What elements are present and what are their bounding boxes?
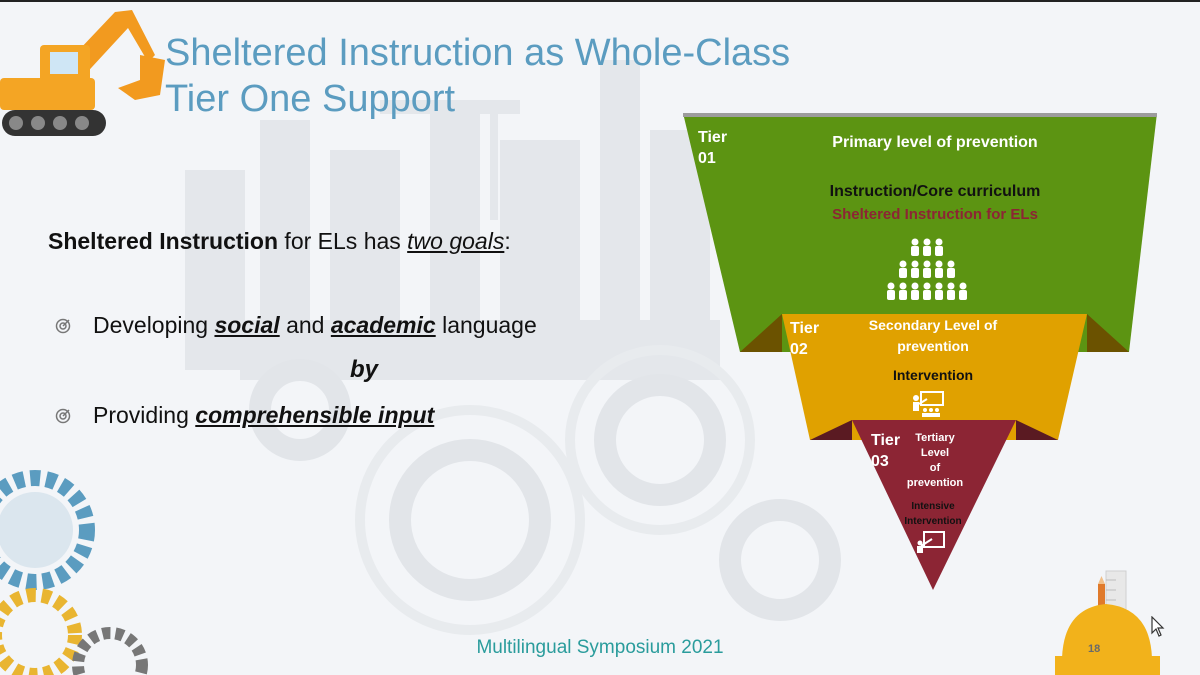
gears-icon xyxy=(0,470,148,675)
tier-3-intervention: Intensive Intervention xyxy=(890,499,976,529)
tier-2-label: Tier 02 xyxy=(790,318,819,360)
bullet-keyword-social: social xyxy=(214,312,280,338)
tier-2-line-1: Intervention xyxy=(892,367,974,383)
goals-statement: Sheltered Instruction for ELs has two go… xyxy=(48,228,511,255)
goals-middle: for ELs has xyxy=(278,228,408,254)
title-line-2: Tier One Support xyxy=(165,78,456,120)
tier-1-top-edge xyxy=(683,113,1157,117)
bullet-keyword-comprehensible-input: comprehensible input xyxy=(195,402,435,428)
bullet-text-pre: Developing xyxy=(93,312,215,338)
tier-1-number: 01 xyxy=(698,150,716,167)
tier-2-heading-line-2: prevention xyxy=(897,338,969,354)
tier-2-heading-line-1: Secondary Level of xyxy=(868,317,998,333)
tier-1-line-2: Sheltered Instruction for ELs xyxy=(832,206,1038,223)
goals-end: : xyxy=(504,228,511,254)
page-number: 18 xyxy=(1088,643,1101,655)
goals-emphasis: two goals xyxy=(407,228,505,254)
tier-1-line-1: Instruction/Core curriculum xyxy=(829,183,1041,200)
tier-3-band xyxy=(852,420,1016,590)
bullet-item: Developing social and academic language xyxy=(55,312,537,339)
tier-1-word: Tier xyxy=(698,129,728,146)
goals-term: Sheltered Instruction xyxy=(48,228,279,254)
slide-title: Sheltered Instruction as Whole-Class Tie… xyxy=(165,30,790,122)
tier-2-heading: Secondary Level of prevention xyxy=(850,315,1016,357)
bullet-item: Providing comprehensible input xyxy=(55,402,434,429)
tier-2-number: 02 xyxy=(790,341,808,358)
hard-hat-icon xyxy=(1055,570,1160,675)
target-icon xyxy=(55,318,71,333)
window-top-border xyxy=(0,0,1200,2)
tier-2-word: Tier xyxy=(790,320,820,337)
tier-3-heading-line-1: Tertiary xyxy=(915,432,955,444)
tier-1-band xyxy=(683,113,1157,352)
tier-3-label: Tier 03 xyxy=(871,430,900,472)
target-icon xyxy=(55,408,71,423)
bullet-text-pre: Providing xyxy=(93,402,196,428)
tier-3-word: Tier xyxy=(871,432,901,449)
tier-2-band xyxy=(782,314,1087,440)
presentation-icon xyxy=(913,391,944,417)
footer-text: Multilingual Symposium 2021 xyxy=(476,637,724,658)
connector-by: by xyxy=(350,356,379,383)
whiteboard-icon xyxy=(917,531,945,553)
bullet-text-mid: and xyxy=(279,312,331,338)
excavator-icon xyxy=(0,10,165,136)
tier-1-label: Tier 01 xyxy=(698,127,727,169)
tier-3-heading-line-3: of xyxy=(929,462,941,474)
tier-3-line-1: Intensive xyxy=(911,501,955,512)
tier-3-heading-line-4: prevention xyxy=(906,477,964,489)
tier-3-heading: Tertiary Level of prevention xyxy=(900,431,970,491)
tier-3-line-2: Intervention xyxy=(904,516,962,527)
bullet-text-post: language xyxy=(435,312,537,338)
tier-1-heading: Primary level of prevention xyxy=(832,134,1038,151)
bullet-keyword-academic: academic xyxy=(330,312,436,338)
title-line-1: Sheltered Instruction as Whole-Class xyxy=(165,32,791,74)
tier-3-number: 03 xyxy=(871,453,889,470)
tier-3-heading-line-2: Level xyxy=(920,447,950,459)
group-people-icon xyxy=(887,238,967,300)
cursor-arrow-icon xyxy=(1151,616,1165,637)
